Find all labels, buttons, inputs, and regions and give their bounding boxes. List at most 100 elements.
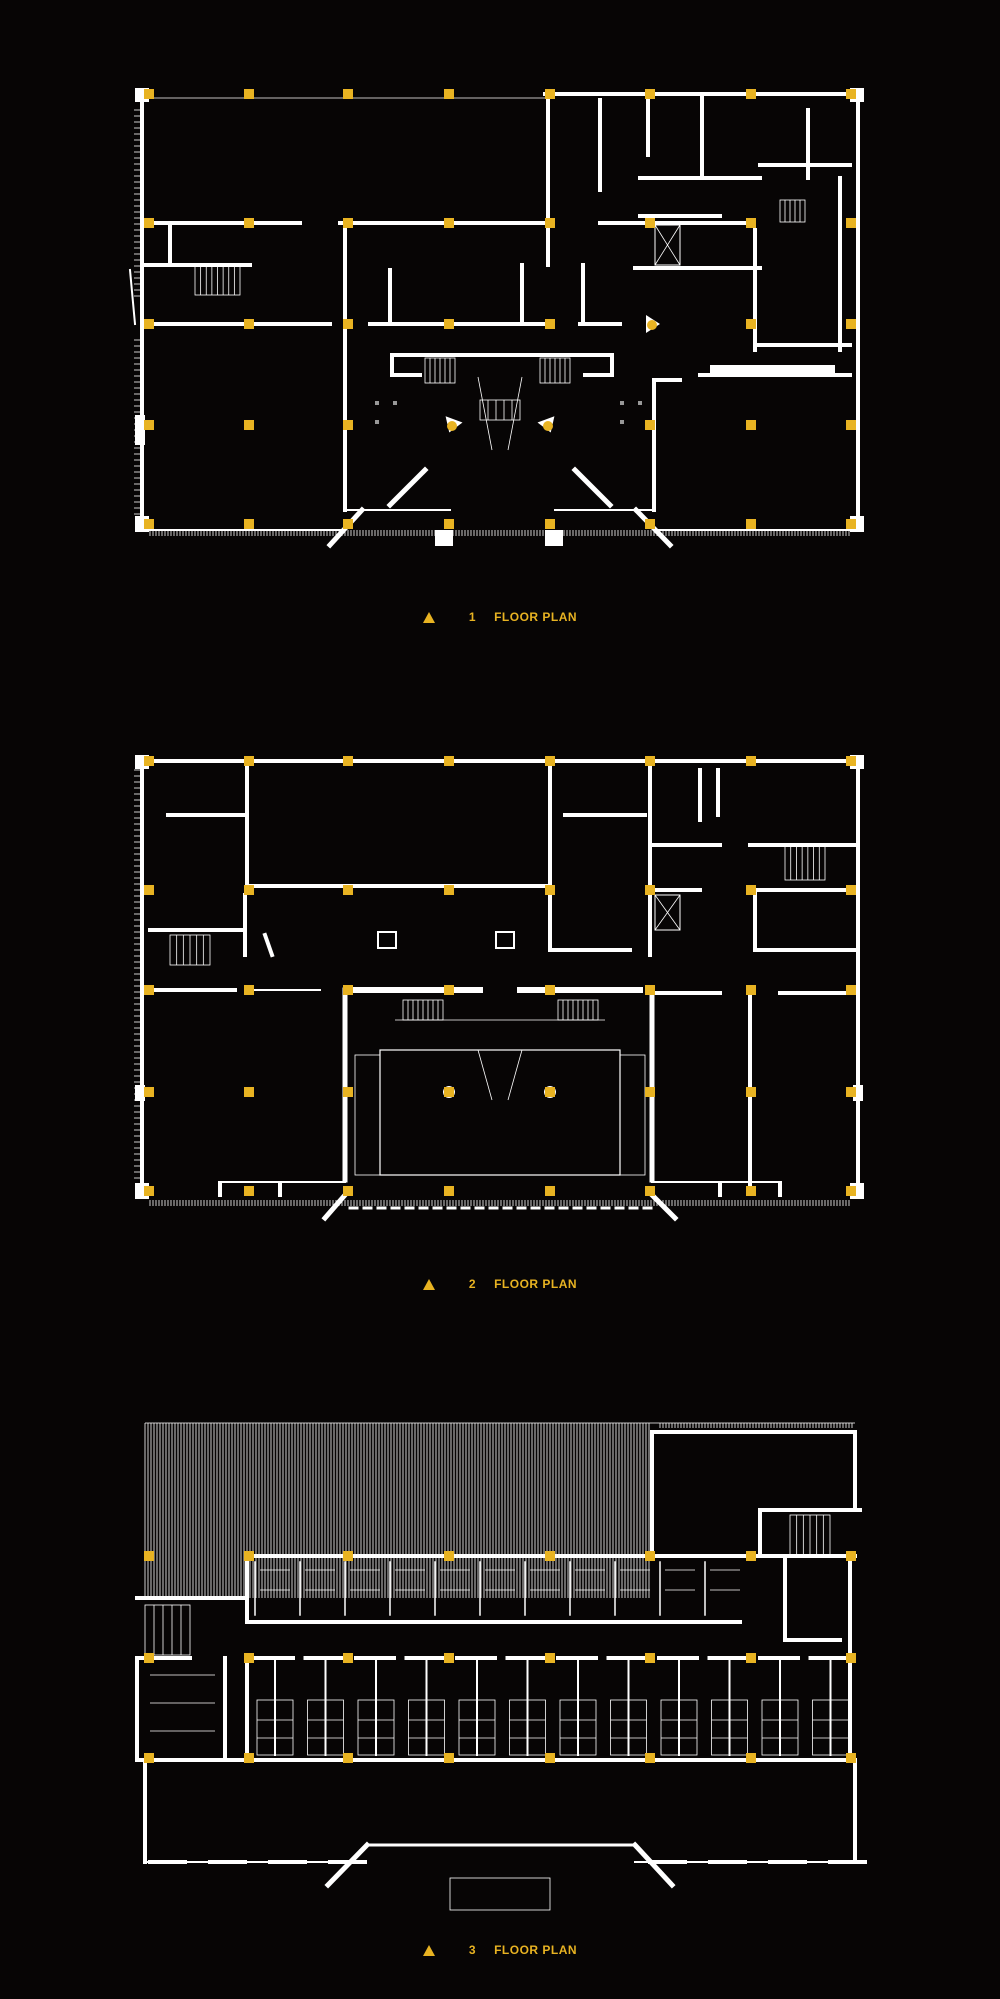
stair (619, 1054, 646, 1176)
structural-column (746, 1551, 756, 1561)
structural-column (144, 89, 154, 99)
structural-column (846, 319, 856, 329)
structural-column (645, 1653, 655, 1663)
bollard (620, 401, 624, 405)
structural-column (244, 319, 254, 329)
structural-column (846, 519, 856, 529)
structural-column (244, 89, 254, 99)
structural-column (746, 218, 756, 228)
structural-column (746, 1653, 756, 1663)
structural-column (144, 756, 154, 766)
structural-column (645, 420, 655, 430)
wall-block (435, 530, 453, 546)
wall (128, 268, 137, 326)
structural-column (545, 1653, 555, 1663)
north-arrow-icon (422, 1278, 435, 1290)
bollard (638, 401, 642, 405)
structural-column (846, 1551, 856, 1561)
wall (262, 932, 275, 958)
spotlight-icon (447, 421, 457, 431)
floor-plan-title: FLOOR PLAN (494, 1277, 578, 1291)
structural-column (444, 985, 454, 995)
structural-column (545, 319, 555, 329)
floor-plan-2-caption: 2 FLOOR PLAN (0, 1277, 1000, 1291)
floor-number: 3 (468, 1943, 477, 1957)
structural-column (343, 519, 353, 529)
floor-plan-3-drawing (135, 1422, 867, 1911)
structural-column (545, 756, 555, 766)
structural-column (545, 985, 555, 995)
wall-block (853, 1085, 863, 1101)
wall (631, 1841, 676, 1889)
structural-column (645, 756, 655, 766)
wall (571, 466, 614, 509)
structural-column (244, 1551, 254, 1561)
structural-column (244, 218, 254, 228)
structural-column (244, 1087, 254, 1097)
structural-column (343, 1186, 353, 1196)
structural-column (144, 420, 154, 430)
window-line (507, 1049, 523, 1101)
structural-column (343, 756, 353, 766)
bunk-bed (458, 1699, 496, 1756)
entrance-canopy (449, 1877, 551, 1911)
structural-column (444, 756, 454, 766)
structural-column (343, 985, 353, 995)
bollard (393, 401, 397, 405)
bollard (620, 420, 624, 424)
structural-column (244, 1186, 254, 1196)
structural-column (444, 89, 454, 99)
structural-column (244, 756, 254, 766)
structural-column (846, 1087, 856, 1097)
north-arrow-icon (422, 1944, 435, 1956)
wall (324, 1841, 371, 1889)
structural-column (645, 1753, 655, 1763)
stair (144, 1604, 191, 1656)
structural-column (645, 89, 655, 99)
structural-column (343, 1551, 353, 1561)
floor-plan-title: FLOOR PLAN (494, 610, 578, 624)
structural-column (746, 1186, 756, 1196)
floor-plan-1-drawing (128, 88, 864, 549)
structural-column (244, 1753, 254, 1763)
bunk-bed (509, 1699, 546, 1756)
structural-column (343, 1753, 353, 1763)
stair (479, 399, 521, 421)
north-arrow-icon (422, 611, 435, 623)
structural-column (846, 1186, 856, 1196)
bunk-bed (610, 1699, 647, 1756)
structural-column (244, 885, 254, 895)
atrium-void (379, 1049, 621, 1176)
floor-plan-title: FLOOR PLAN (494, 1943, 578, 1957)
structural-column (545, 1186, 555, 1196)
structural-column (846, 89, 856, 99)
structural-column (545, 519, 555, 529)
structural-column (444, 519, 454, 529)
structural-column (645, 1186, 655, 1196)
structural-column (144, 1753, 154, 1763)
window-line (477, 1049, 493, 1101)
structural-column (545, 218, 555, 228)
structural-column (144, 319, 154, 329)
structural-column (746, 519, 756, 529)
bunk-bed (357, 1699, 395, 1756)
bunk-bed (711, 1699, 748, 1756)
structural-column (444, 1653, 454, 1663)
display-case (377, 931, 397, 949)
structural-column (343, 89, 353, 99)
stair (784, 844, 826, 881)
bunk-bed (761, 1699, 799, 1756)
structural-column (444, 885, 454, 895)
wall (321, 1191, 349, 1222)
structural-column (746, 885, 756, 895)
structural-column (144, 1653, 154, 1663)
display-case (495, 931, 515, 949)
structural-column (846, 985, 856, 995)
structural-column (244, 985, 254, 995)
floor-plan-2-drawing (134, 755, 864, 1222)
window-line (654, 894, 681, 931)
structural-column (343, 218, 353, 228)
floor-plan-1-caption: 1 FLOOR PLAN (0, 610, 1000, 624)
structural-column (645, 885, 655, 895)
structural-column (545, 1753, 555, 1763)
